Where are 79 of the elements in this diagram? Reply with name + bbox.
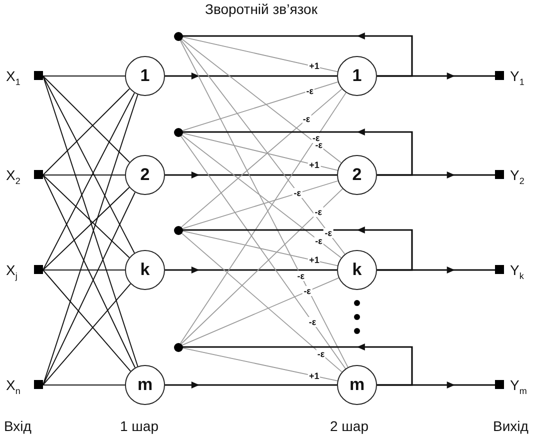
connection-line [42, 92, 135, 270]
arrow [377, 266, 495, 274]
connection-line [42, 76, 130, 163]
junction-dot [174, 342, 182, 352]
connection-line [180, 232, 342, 372]
edge-label: -ε [302, 286, 312, 296]
junction-dot [174, 128, 182, 136]
connection-line [42, 192, 136, 386]
layer-caption: 1 шар [120, 418, 158, 434]
connection-line [182, 36, 338, 72]
output-label: Y$_{k}$ [510, 261, 524, 283]
junction-dot [174, 226, 182, 234]
neuron-circle: 1 [125, 56, 165, 96]
neuron-circle: 2 [125, 155, 165, 195]
edge-label: -ε [292, 188, 302, 198]
output-label: Y$_{m}$ [510, 376, 527, 398]
connection-line [42, 186, 130, 270]
arrow [377, 172, 495, 178]
edge-label: -ε [314, 236, 324, 246]
edge-label: -ε [308, 317, 318, 328]
connection-line [180, 88, 342, 228]
connection-line [180, 135, 346, 370]
connection-line [180, 188, 344, 344]
edge-label: +1 [308, 370, 320, 381]
connection-line [182, 180, 338, 230]
edge-label: +1 [308, 61, 320, 72]
connection-line [181, 38, 342, 164]
output-caption: Вихід [493, 418, 528, 434]
connection-line [42, 174, 136, 368]
arrow [182, 32, 413, 77]
junction-dot [174, 32, 182, 40]
arrow [165, 266, 337, 274]
connection-line [180, 40, 348, 368]
arrow [165, 72, 337, 80]
arrow [182, 344, 413, 386]
input-caption: Вхід [4, 418, 32, 434]
output-label: Y$_{1}$ [510, 67, 524, 89]
arrow [182, 226, 413, 271]
connection-line [42, 88, 130, 176]
edge-label: +1 [308, 255, 320, 266]
connection-line [181, 134, 342, 258]
edge-label: -ε [305, 86, 315, 96]
connection-line [182, 230, 338, 266]
arrow [165, 172, 337, 178]
connection-line [42, 384, 126, 386]
input-label: X$_{2}$ [6, 166, 20, 188]
edge-label: -ε [314, 207, 324, 218]
connection-line [42, 174, 130, 258]
input-label: X$_{1}$ [6, 67, 20, 89]
connection-line [182, 82, 338, 132]
neuron-circle: k [337, 250, 377, 290]
neuron-circle: k [125, 250, 165, 290]
arrow [165, 382, 337, 388]
edge-label: -ε [324, 228, 334, 238]
arrow [182, 128, 413, 176]
edge-label: -ε [316, 348, 326, 359]
layer-caption: 2 шар [330, 418, 368, 434]
neuron-circle: m [337, 365, 377, 405]
edge-label: -ε [302, 114, 312, 124]
edge-label: -ε [312, 132, 321, 143]
output-label: Y$_{2}$ [510, 166, 524, 188]
connection-line [42, 76, 135, 254]
connection-line [182, 277, 340, 346]
feedback-heading: Зворотній зв’язок [205, 1, 318, 17]
connection-line [180, 39, 346, 255]
connection-line [42, 283, 132, 386]
arrow [377, 382, 495, 388]
connection-line [42, 270, 132, 372]
connection-line [182, 347, 338, 382]
input-label: X$_{j}$ [6, 261, 18, 283]
arrow [377, 72, 495, 80]
neuron-circle: 1 [337, 56, 377, 96]
input-label: X$_{n}$ [6, 376, 20, 398]
neuron-circle: 2 [337, 155, 377, 195]
connection-line [180, 92, 346, 344]
edge-label: +1 [308, 160, 320, 170]
neuron-circle: m [125, 365, 165, 405]
connection-line [42, 174, 126, 176]
connection-line [182, 132, 338, 171]
